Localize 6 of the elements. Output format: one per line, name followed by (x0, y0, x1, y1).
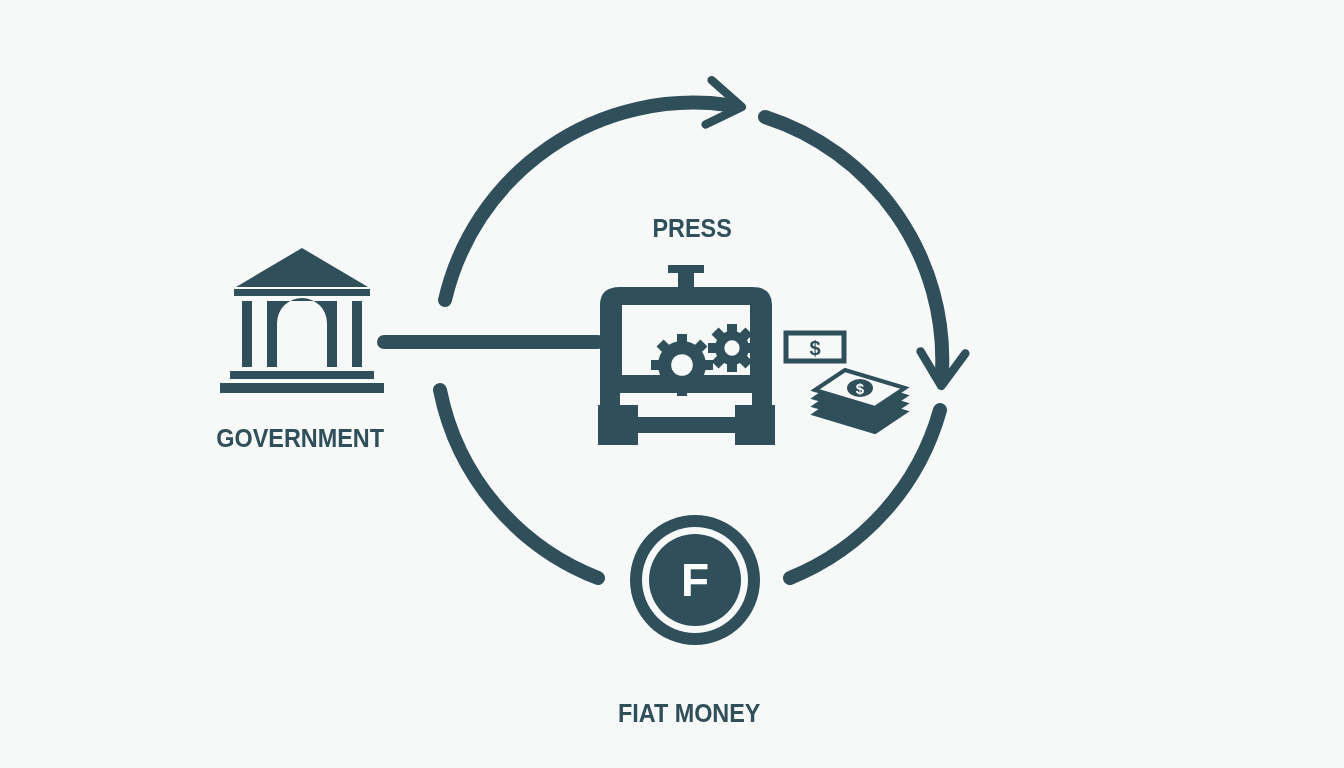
currency-sign: $ (855, 380, 865, 397)
node-label: FIAT MONEY (617, 698, 761, 729)
node-label: GOVERNMENT (216, 423, 385, 454)
coin-letter: F (680, 554, 710, 606)
node-label: PRESS (652, 213, 732, 244)
currency-sign: $ (809, 337, 821, 359)
